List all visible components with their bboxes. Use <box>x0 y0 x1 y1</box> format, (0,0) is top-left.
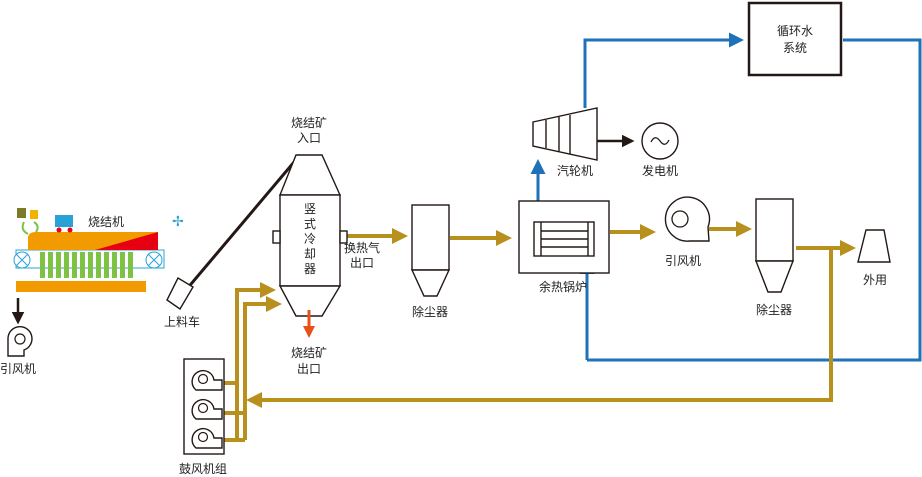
charging-car <box>166 277 194 311</box>
feed-hopper-2 <box>30 210 38 219</box>
circ-water-label-1: 循环水 <box>777 24 813 38</box>
fan-housing-icon <box>7 326 33 357</box>
dust-collector-1-hopper <box>410 269 451 297</box>
ore-outlet-label-2: 出口 <box>297 362 321 376</box>
vertical-cooler <box>272 154 348 317</box>
dust-collector-1-label: 除尘器 <box>412 304 448 319</box>
dust-collector-1-body <box>411 204 450 271</box>
cooler-port-right <box>339 230 348 244</box>
dust-collector-1 <box>410 204 451 297</box>
dust-collector-2-label: 除尘器 <box>756 302 792 317</box>
dust-collector-2-hopper <box>754 260 795 293</box>
induced-fan-right-label: 引风机 <box>665 254 701 268</box>
cooler-body <box>279 194 341 287</box>
hot-gas-outlet-label-2: 出口 <box>350 256 374 270</box>
circ-water-label-2: 系统 <box>783 41 807 55</box>
fan-propeller-icon: ✢ <box>172 214 184 230</box>
external-use-stack <box>857 229 891 263</box>
induced-fan-left <box>7 326 33 357</box>
cooler-port-left <box>272 230 281 244</box>
turbine-label: 汽轮机 <box>557 163 593 178</box>
ignition-car <box>55 215 73 227</box>
boiler-label: 余热锅炉 <box>539 279 587 294</box>
dust-collector-2-body <box>755 198 794 262</box>
cooler-label-char: 竖 <box>304 202 316 216</box>
ore-inlet-label-2: 入口 <box>297 131 321 145</box>
circulating-water-system <box>747 1 843 77</box>
blower-group <box>183 358 225 455</box>
ore-outlet-label-1: 烧结矿 <box>291 346 327 360</box>
cooler-label-char: 器 <box>304 262 316 276</box>
cooler-label-char: 却 <box>304 247 316 261</box>
ore-inlet-label-1: 烧结矿 <box>291 116 327 130</box>
sinter-machine: ✢ 烧结机 <box>13 208 184 292</box>
generator-label: 发电机 <box>642 163 678 178</box>
sinter-hot-zone <box>95 232 158 250</box>
external-use-label: 外用 <box>863 273 887 287</box>
induced-fan-left-label: 引风机 <box>0 362 36 376</box>
feed-hopper-1 <box>17 208 26 218</box>
skip-conveyor <box>173 154 302 304</box>
cooler-label-char: 式 <box>304 217 316 231</box>
steam-turbine <box>532 107 598 161</box>
gas-blower-to-cooler-2 <box>243 296 282 440</box>
waste-heat-boiler <box>518 200 610 274</box>
sinter-machine-label: 烧结机 <box>88 215 124 229</box>
dust-collector-2 <box>754 198 795 293</box>
gas-recirculation-line <box>246 248 833 408</box>
water-return-line <box>587 38 922 362</box>
gas-blower-to-cooler-1 <box>235 282 276 440</box>
cooler-bottom-cone <box>278 285 342 317</box>
generator <box>641 122 679 160</box>
water-loop <box>530 32 922 362</box>
blower-group-label: 鼓风机组 <box>179 462 227 476</box>
cooler-top-cone <box>278 154 342 196</box>
induced-fan-right <box>664 196 711 242</box>
hot-gas-outlet-label-1: 换热气 <box>344 240 380 255</box>
steam-to-circ-water-line <box>583 32 744 108</box>
sinter-collector-duct <box>16 281 146 292</box>
turbine-body <box>532 107 598 161</box>
ac-wave-icon <box>650 137 670 145</box>
cooler-label-char: 冷 <box>304 232 316 246</box>
windboxes <box>40 252 133 278</box>
charging-car-label: 上料车 <box>164 314 200 329</box>
